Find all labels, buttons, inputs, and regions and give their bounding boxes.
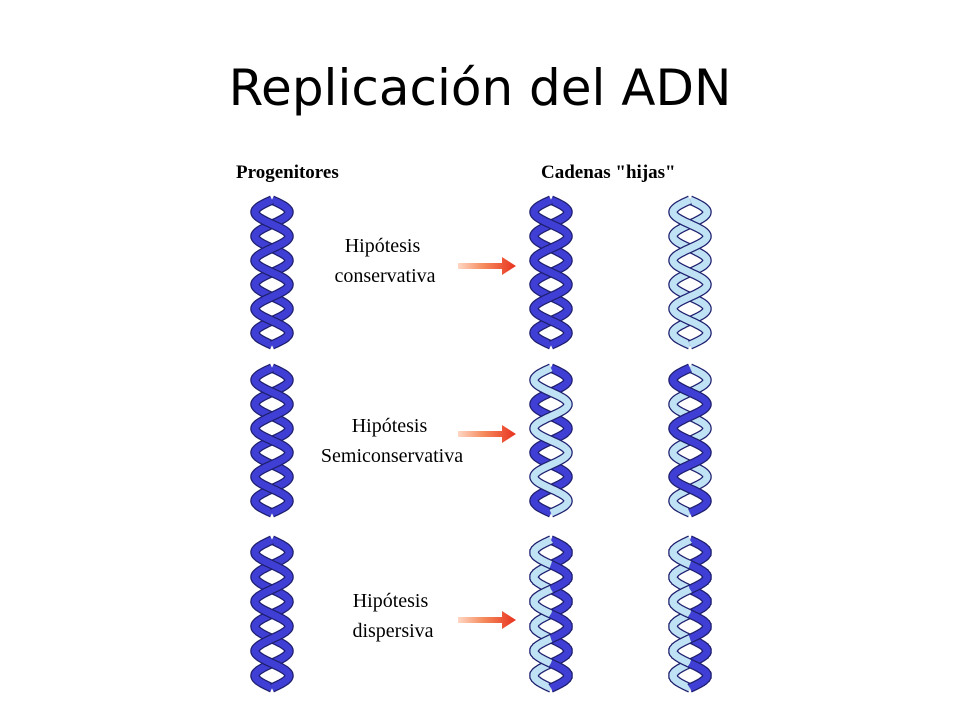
mixed-strand-segment — [549, 561, 572, 593]
mixed-strand-segment — [688, 586, 711, 618]
hypothesis-row-dispersiva: Hipótesis dispersiva — [250, 535, 712, 693]
mixed-strand-segment — [669, 536, 692, 568]
mixed-strand-segment — [549, 610, 572, 642]
mixed-strand-segment — [530, 536, 553, 568]
mixed-strand-segment — [549, 586, 572, 618]
mixed-strand-segment — [669, 586, 692, 618]
parental-strand — [669, 364, 711, 517]
new-strand — [530, 364, 572, 517]
daughter-helix — [529, 363, 573, 518]
hypothesis-label-line: Hipótesis — [352, 415, 428, 437]
svg-text:Hipótesis conservativa: Hipótesis conservativa — [334, 235, 435, 287]
svg-text:Hipótesis Semiconservati: Hipótesis Semiconservativa — [321, 415, 463, 467]
header-cadenas-hijas: Cadenas "hijas" — [541, 162, 676, 183]
hypothesis-label-line: dispersiva — [352, 620, 433, 642]
hypothesis-label-line: Semiconservativa — [321, 445, 463, 467]
hypothesis-label-line: conservativa — [334, 265, 435, 287]
mixed-strand-segment — [530, 635, 553, 667]
hypothesis-label-line: Hipótesis — [345, 235, 421, 257]
mixed-strand-segment — [530, 660, 553, 692]
mixed-strand-segment — [688, 610, 711, 642]
mixed-strand-segment — [669, 610, 692, 642]
parental-strand — [251, 536, 293, 692]
parent-helix — [250, 535, 294, 693]
daughter-helix — [668, 363, 712, 518]
slide-title: Replicación del ADN — [228, 59, 732, 117]
mixed-strand-segment — [669, 561, 692, 593]
svg-text:Hipótesis dispersiva: Hipótesis dispersiva — [352, 590, 433, 642]
header-progenitores: Progenitores — [236, 162, 339, 183]
mixed-strand-segment — [688, 660, 711, 692]
mixed-strand-segment — [688, 635, 711, 667]
mixed-strand-segment — [669, 635, 692, 667]
mixed-strand-segment — [688, 536, 711, 568]
mixed-strand-segment — [530, 561, 553, 593]
mixed-strand-segment — [669, 660, 692, 692]
mixed-strand-segment — [530, 586, 553, 618]
parental-strand — [530, 196, 572, 349]
right-arrow-icon — [458, 611, 516, 629]
parental-strand — [251, 364, 293, 517]
daughter-helix — [529, 195, 573, 350]
right-arrow-icon — [458, 257, 516, 275]
parental-strand — [251, 196, 293, 349]
mixed-strand-segment — [688, 561, 711, 593]
new-strand — [669, 196, 711, 349]
right-arrow-icon — [458, 425, 516, 443]
hypothesis-row-conservativa: Hipótesis conservativa — [250, 195, 712, 350]
mixed-strand-segment — [549, 635, 572, 667]
mixed-strand-segment — [549, 660, 572, 692]
hypothesis-row-semiconservativa: Hipótesis Semiconservativa — [250, 363, 712, 518]
hypothesis-label-line: Hipótesis — [353, 590, 429, 612]
parent-helix — [250, 363, 294, 518]
daughter-helix — [668, 195, 712, 350]
parent-helix — [250, 195, 294, 350]
daughter-helix — [529, 535, 573, 693]
mixed-strand-segment — [549, 536, 572, 568]
daughter-helix — [668, 535, 712, 693]
mixed-strand-segment — [530, 610, 553, 642]
